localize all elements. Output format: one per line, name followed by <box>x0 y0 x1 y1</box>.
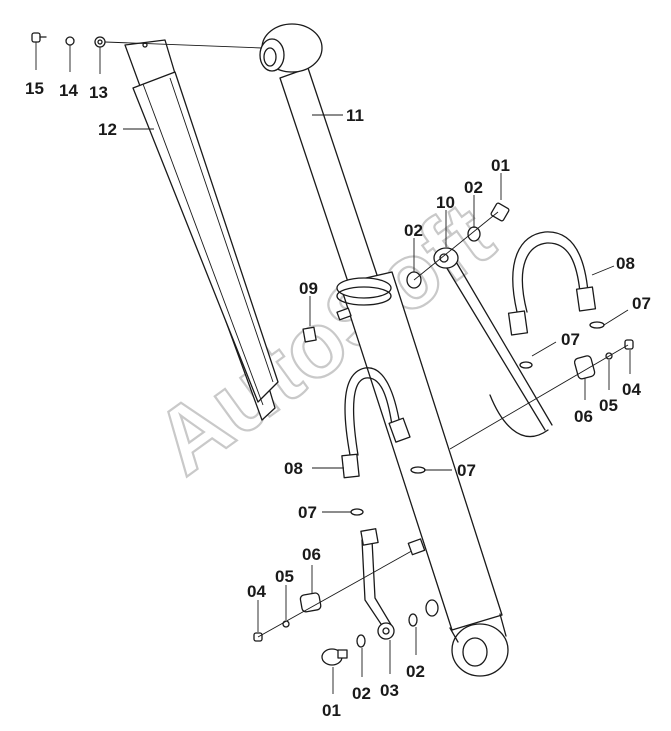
cylinder-rod <box>279 67 379 289</box>
leader-lines <box>35 42 631 694</box>
callout-06-upper: 06 <box>574 407 593 426</box>
plug-01-upper <box>490 202 510 222</box>
callout-07-c: 07 <box>457 461 476 480</box>
callout-07-d: 07 <box>298 503 317 522</box>
pipe-lower <box>361 539 394 631</box>
fitting-upper-hose <box>360 528 379 546</box>
callout-07-a: 07 <box>632 294 651 313</box>
oring-07-b <box>519 361 533 369</box>
callout-14: 14 <box>59 81 78 100</box>
callout-02-b: 02 <box>464 178 483 197</box>
callout-04-upper: 04 <box>622 380 641 399</box>
callout-03: 03 <box>380 681 399 700</box>
callout-01-upper: 01 <box>491 156 510 175</box>
washer-05-lower <box>282 620 290 628</box>
bolt-04-upper <box>624 339 634 350</box>
callout-02-c: 02 <box>352 684 371 703</box>
callout-04-lower: 04 <box>247 582 266 601</box>
callout-01-lower: 01 <box>322 701 341 720</box>
clamp-06-upper <box>573 355 596 380</box>
leader-line-04-lower <box>257 547 418 638</box>
oring-02-c <box>356 634 366 648</box>
callout-08-lower: 08 <box>284 459 303 478</box>
oring-07-a <box>589 321 605 329</box>
guard-cover <box>124 39 279 421</box>
fitting-09 <box>302 326 317 343</box>
hose-upper <box>507 231 597 336</box>
elbow-10 <box>433 247 459 269</box>
callout-07-b: 07 <box>561 330 580 349</box>
leader-line-13 <box>104 41 263 49</box>
callout-15: 15 <box>25 79 44 98</box>
leader-line-04-upper <box>449 344 629 450</box>
callout-06-lower: 06 <box>302 545 321 564</box>
cylinder-bottom-eye <box>449 613 509 677</box>
oring-07-d <box>350 508 364 516</box>
callout-labels: 15 14 13 12 11 10 02 02 01 09 08 07 07 0… <box>25 79 651 720</box>
callout-02-a: 02 <box>404 221 423 240</box>
nut-14 <box>65 36 75 46</box>
callout-09: 09 <box>299 279 318 298</box>
oring-02-d <box>408 613 418 627</box>
boss-lower <box>407 538 426 556</box>
banjo-03 <box>377 622 395 640</box>
cylinder-barrel <box>336 271 503 631</box>
cylinder-rod-eye <box>259 23 323 73</box>
oring-02-b <box>467 226 481 242</box>
callout-05-upper: 05 <box>599 396 618 415</box>
oring-07-c <box>410 466 426 474</box>
callout-11: 11 <box>346 106 364 125</box>
callout-08-upper: 08 <box>616 254 635 273</box>
plug-01-lower <box>321 648 348 666</box>
callout-10: 10 <box>436 193 455 212</box>
washer-13 <box>94 36 106 48</box>
leader-line-01-upper <box>413 211 499 281</box>
port-lower <box>425 599 439 617</box>
callout-05-lower: 05 <box>275 567 294 586</box>
callout-12: 12 <box>98 120 117 139</box>
pipe-upper <box>444 259 553 438</box>
hose-lower <box>341 367 411 479</box>
bolt-15 <box>31 32 47 43</box>
clamp-06-lower <box>299 592 322 613</box>
callout-02-d: 02 <box>406 662 425 681</box>
callout-13: 13 <box>89 83 108 102</box>
